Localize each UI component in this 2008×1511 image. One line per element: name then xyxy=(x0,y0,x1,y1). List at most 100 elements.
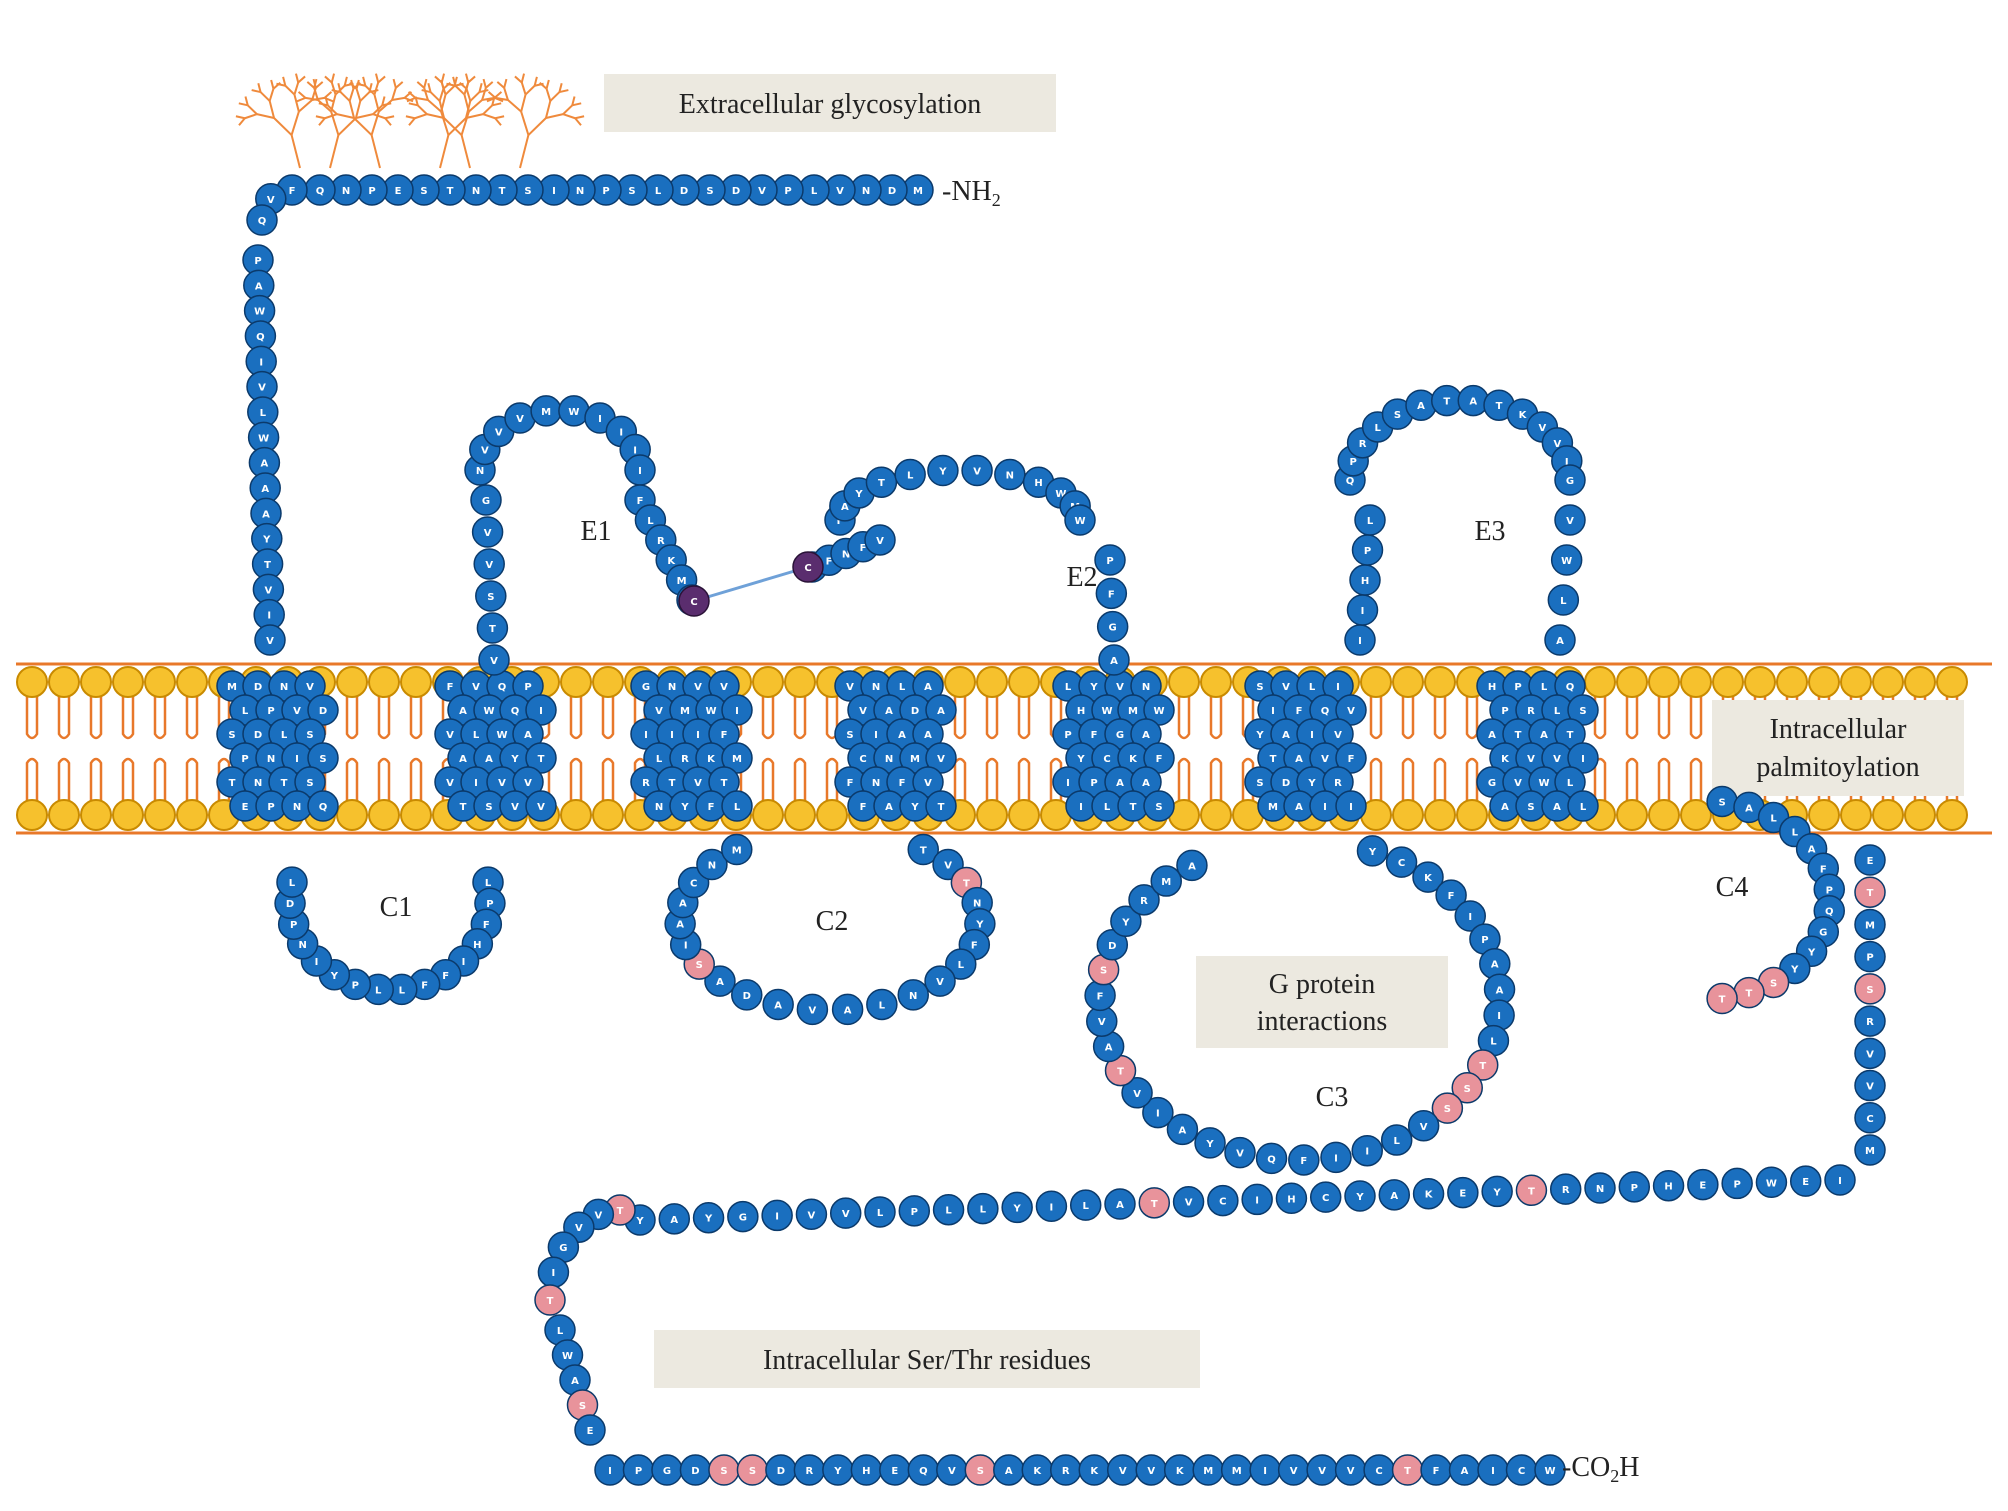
residue: N xyxy=(1130,670,1162,702)
svg-text:E: E xyxy=(1699,1181,1706,1192)
glycan-branch xyxy=(392,78,397,89)
svg-text:T: T xyxy=(1528,1186,1535,1197)
lipid-tail xyxy=(25,696,39,740)
svg-text:I: I xyxy=(608,1466,612,1477)
svg-text:D: D xyxy=(254,682,262,693)
svg-text:A: A xyxy=(524,730,532,741)
svg-text:D: D xyxy=(1108,941,1116,952)
svg-text:I: I xyxy=(775,1211,779,1222)
domain-label-c4: C4 xyxy=(1716,872,1749,903)
lipid-tail xyxy=(1369,696,1383,740)
lipid-tail xyxy=(1049,757,1063,801)
svg-text:F: F xyxy=(447,682,454,693)
svg-text:F: F xyxy=(1820,864,1827,875)
residue: Q xyxy=(307,790,339,822)
glycan-branch xyxy=(438,88,445,102)
domain-label-c1: C1 xyxy=(380,892,413,923)
residue: L xyxy=(1541,694,1573,726)
svg-text:A: A xyxy=(679,899,687,910)
svg-text:G: G xyxy=(739,1213,747,1224)
lipid-tail xyxy=(985,757,999,801)
svg-text:P: P xyxy=(267,706,274,717)
glycan-branch xyxy=(467,75,476,84)
lipid-head xyxy=(336,666,368,698)
lipid-head xyxy=(1680,666,1712,698)
lipid-tail xyxy=(409,757,423,801)
svg-text:F: F xyxy=(847,778,854,789)
lipid-head xyxy=(1008,666,1040,698)
residue: W xyxy=(1755,1166,1788,1199)
svg-text:C: C xyxy=(1103,754,1110,765)
svg-text:A: A xyxy=(924,730,932,741)
residue: V xyxy=(1135,1454,1167,1486)
svg-text:P: P xyxy=(352,980,359,991)
svg-text:L: L xyxy=(1394,1136,1401,1147)
residue: P xyxy=(512,670,544,702)
svg-text:S: S xyxy=(846,730,853,741)
svg-text:A: A xyxy=(898,730,906,741)
svg-text:T: T xyxy=(499,186,506,197)
residue: G xyxy=(1096,610,1129,643)
residue: V xyxy=(1106,1454,1139,1486)
svg-text:Q: Q xyxy=(919,1466,928,1477)
svg-text:Q: Q xyxy=(1321,706,1330,717)
residue: T xyxy=(534,1284,566,1316)
residue: R xyxy=(793,1454,826,1486)
svg-text:T: T xyxy=(538,754,545,765)
residue: M xyxy=(530,395,562,427)
residue: V xyxy=(1854,1069,1886,1102)
svg-text:V: V xyxy=(842,1209,850,1220)
svg-text:S: S xyxy=(1527,802,1534,813)
svg-text:Q: Q xyxy=(511,706,520,717)
svg-text:H: H xyxy=(1488,682,1496,693)
residue: Q xyxy=(244,320,277,352)
residue: P xyxy=(1854,940,1886,973)
residue: I xyxy=(1454,900,1486,932)
svg-text:I: I xyxy=(1838,1176,1842,1187)
svg-text:P: P xyxy=(368,186,375,197)
svg-text:S: S xyxy=(1866,985,1873,996)
residue: V xyxy=(925,742,957,774)
glycan-branch xyxy=(414,96,419,106)
glycan-branch xyxy=(364,85,376,96)
residue: V xyxy=(795,1198,828,1231)
residue: L xyxy=(967,1192,999,1225)
residue: S xyxy=(294,766,326,798)
glycan-branch xyxy=(460,111,470,136)
svg-text:F: F xyxy=(483,920,490,931)
glycan-branch xyxy=(539,82,548,90)
glycan-branch xyxy=(492,102,502,107)
glycan-branch xyxy=(549,91,561,102)
svg-text:S: S xyxy=(1770,978,1777,989)
residue: P xyxy=(1351,534,1384,566)
lipid-head xyxy=(592,799,624,831)
glycan-branch xyxy=(247,104,258,115)
glycan-branch xyxy=(378,99,393,113)
lipid-tail xyxy=(1177,696,1191,740)
svg-text:I: I xyxy=(1361,606,1365,617)
lipid-tail xyxy=(121,757,135,801)
residue: M xyxy=(1192,1454,1224,1486)
residue: R xyxy=(669,742,701,774)
svg-text:V: V xyxy=(1866,1082,1874,1093)
residue: M xyxy=(1150,865,1182,897)
svg-text:S: S xyxy=(1464,1084,1471,1095)
residue: R xyxy=(1050,1454,1082,1486)
svg-text:A: A xyxy=(485,754,493,765)
residue: G xyxy=(651,1454,683,1486)
svg-text:A: A xyxy=(1110,656,1118,667)
svg-text:L: L xyxy=(980,1205,987,1216)
lipid-head xyxy=(944,666,976,698)
svg-text:S: S xyxy=(306,778,313,789)
svg-text:V: V xyxy=(1566,516,1574,527)
svg-text:L: L xyxy=(811,186,818,197)
svg-text:F: F xyxy=(1448,891,1455,902)
svg-text:A: A xyxy=(1540,730,1548,741)
residue: F xyxy=(1435,879,1467,911)
glycan-branch xyxy=(417,104,428,115)
glycan-branch xyxy=(282,76,287,86)
svg-text:C: C xyxy=(1219,1197,1226,1208)
residue: A xyxy=(912,718,944,750)
residue: P xyxy=(255,694,287,726)
